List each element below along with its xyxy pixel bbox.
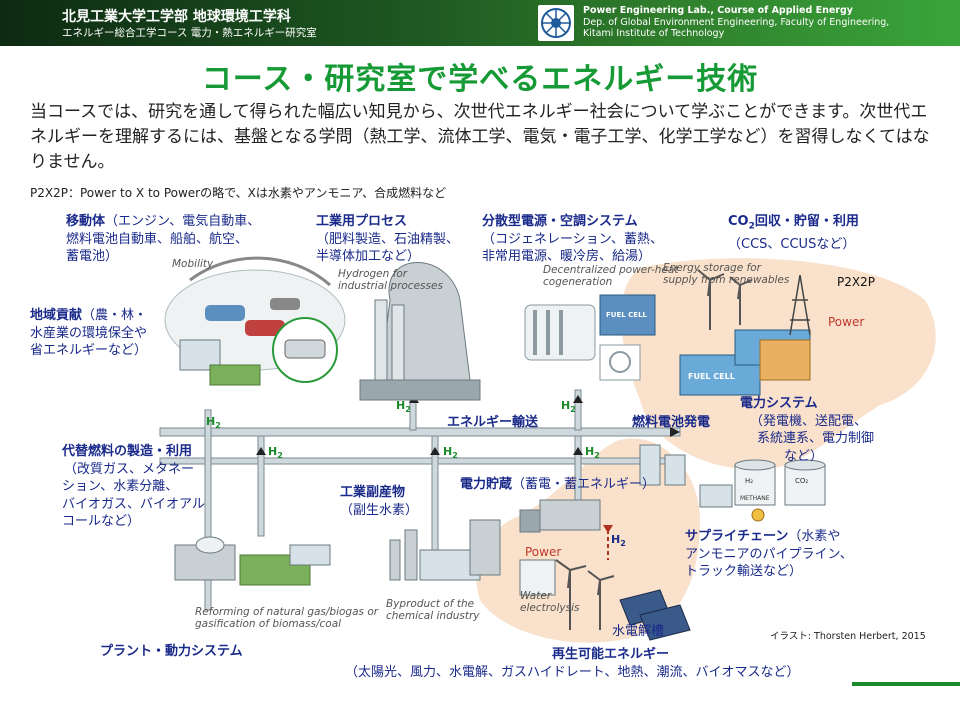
label-mobility-heading: 移動体 [66, 214, 106, 229]
label-industry-text2: 半導体加工など） [316, 249, 421, 264]
label-byproduct: 工業副産物 （副生水素） [340, 484, 418, 519]
label-plant: プラント・動力システム [100, 644, 243, 659]
header-bar: 北見工業大学工学部 地球環境工学科 エネルギー総合工学コース 電力・熱エネルギー… [0, 0, 960, 46]
label-mobility-text1: （エンジン、電気自動車、 [105, 214, 261, 229]
label-distributed-text2: 非常用電源、暖冷房、給湯） [482, 249, 652, 264]
label-co2-heading: CO2回収・貯留・利用 [728, 214, 859, 232]
label-co2-text1: （CCS、CCUSなど） [728, 237, 856, 253]
label-renewable: 再生可能エネルギー （太陽光、風力、水電解、ガスハイドレート、地熱、潮流、バイオ… [345, 646, 799, 681]
h2-label: H2 [585, 445, 600, 461]
label-power-text3: など） [784, 448, 824, 464]
label-p2x2p: P2X2P [837, 275, 875, 289]
label-industry: 工業用プロセス （肥料製造、石油精製、 半導体加工など） [316, 213, 459, 266]
label-power-red-top: Power [828, 315, 865, 329]
label-power-text2: 系統連系、電力制御 [757, 431, 875, 446]
label-alt-text4: コールなど） [62, 514, 141, 529]
label-power-heading: 電力システム [740, 396, 818, 411]
label-distributed-text1: （コジェネレーション、蓄熱、 [482, 231, 663, 247]
label-region-text1: （農・林・ [82, 308, 148, 323]
footer-accent-bar [852, 682, 960, 686]
label-mobility-text2: 燃料電池自動車、船舶、航空、 [66, 231, 249, 247]
label-storage-heading: 電力貯蔵 [460, 477, 513, 492]
label-region-text3: 省エネルギーなど） [30, 343, 148, 358]
label-industry-heading: 工業用プロセス [316, 214, 408, 229]
caption-mobility: Mobility [172, 258, 214, 270]
h2-label: H2 [611, 533, 626, 549]
label-supply-text3: トラック輸送など） [685, 564, 803, 579]
caption-fuel-cell-large: FUEL CELL [688, 372, 735, 381]
label-alt-fuel: 代替燃料の製造・利用 （改質ガス、メタネー ション、水素分離、 バイオガス、バイ… [62, 443, 205, 531]
header-university: 北見工業大学工学部 地球環境工学科 [62, 9, 291, 25]
header-lab: エネルギー総合工学コース 電力・熱エネルギー研究室 [62, 27, 317, 39]
label-co2: CO2回収・貯留・利用 （CCS、CCUSなど） [728, 213, 859, 254]
label-supply-text2: アンモニアのパイプライン、 [685, 546, 853, 562]
label-alt-text2: ション、水素分離、 [62, 479, 179, 494]
caption-methane: METHANE [740, 495, 770, 502]
label-alt-heading: 代替燃料の製造・利用 [62, 444, 193, 459]
label-mobility: 移動体（エンジン、電気自動車、 燃料電池自動車、船舶、航空、 蓄電池） [66, 213, 260, 266]
intro-text: 当コースでは、研究を通して得られた幅広い知見から、次世代エネルギー社会について学… [30, 102, 930, 172]
header-english-3: Kitami Institute of Technology [583, 28, 725, 39]
h2-label: H2 [268, 445, 283, 461]
label-byproduct-text1: （副生水素） [340, 502, 419, 518]
label-alt-text1: （改質ガス、メタネー [64, 461, 195, 477]
caption-tank-co2: CO₂ [795, 477, 809, 485]
h2-label: H2 [443, 445, 458, 461]
label-electrolysis: 水電解槽 [612, 624, 665, 639]
label-distributed: 分散型電源・空調システム （コジェネレーション、蓄熱、 非常用電源、暖冷房、給湯… [482, 213, 663, 266]
label-mobility-text3: 蓄電池） [66, 249, 119, 264]
label-transport: エネルギー輸送 [447, 415, 539, 430]
label-distributed-heading: 分散型電源・空調システム [482, 214, 638, 229]
label-renewable-heading: 再生可能エネルギー [552, 647, 670, 662]
page-title: コース・研究室で学べるエネルギー技術 [201, 62, 759, 97]
p2x2p-note: P2X2P：Power to X to Powerの略で、Xは水素やアンモニア、… [30, 186, 447, 200]
label-power-red-bottom: Power [525, 545, 562, 559]
label-supply-chain: サプライチェーン（水素や アンモニアのパイプライン、 トラック輸送など） [685, 528, 853, 581]
university-logo [538, 5, 574, 41]
label-region-heading: 地域貢献 [30, 308, 83, 323]
label-region: 地域貢献（農・林・ 水産業の環境保全や 省エネルギーなど） [30, 307, 147, 360]
label-storage: 電力貯蔵（蓄電・蓄エネルギー） [460, 476, 655, 494]
label-power-system: 電力システム （発電機、送配電、 系統連系、電力制御 など） [740, 395, 874, 465]
label-fuelcell: 燃料電池発電 [632, 415, 711, 430]
header-english: Power Engineering Lab., Course of Applie… [583, 5, 889, 40]
label-alt-text3: バイオガス、バイオアル [62, 496, 205, 512]
h2-label: H2 [396, 399, 411, 415]
label-power-text1: （発電機、送配電、 [750, 413, 868, 429]
label-byproduct-heading: 工業副産物 [340, 485, 406, 500]
h2-label: H2 [206, 415, 221, 431]
caption-tank-h2: H₂ [745, 477, 754, 485]
label-supply-text1: （水素や [788, 529, 841, 544]
label-region-text2: 水産業の環境保全や [30, 325, 148, 341]
caption-fuel-cell-small: FUEL CELL [606, 311, 647, 319]
label-storage-text1: （蓄電・蓄エネルギー） [512, 477, 656, 492]
label-industry-text1: （肥料製造、石油精製、 [316, 231, 460, 247]
label-renewable-text1: （太陽光、風力、水電解、ガスハイドレート、地熱、潮流、バイオマスなど） [345, 664, 800, 680]
illustration-credit: イラスト: Thorsten Herbert, 2015 [770, 631, 926, 642]
header-english-2: Dep. of Global Environment Engineering, … [583, 16, 890, 28]
h2-label: H2 [561, 399, 576, 415]
header-english-1: Power Engineering Lab., Course of Applie… [583, 5, 853, 16]
label-supply-heading: サプライチェーン [685, 529, 789, 544]
